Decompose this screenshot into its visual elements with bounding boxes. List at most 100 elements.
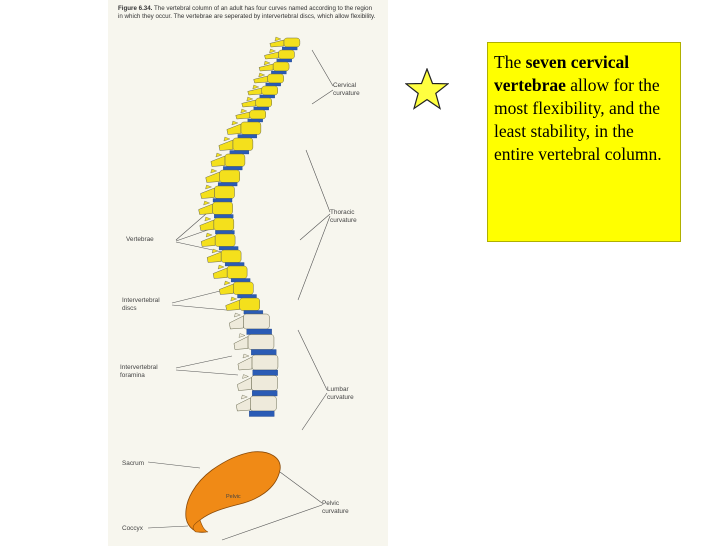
vertebra [229,312,270,330]
vertebra-process [200,187,215,199]
pointer-line [221,504,323,541]
label-pelvic-curvature: Pelvic curvature [322,500,349,515]
sacrum-coccyx [185,451,281,533]
intervertebral-disc [215,230,235,235]
caption-text: The vertebral column of an adult has fou… [118,5,376,20]
vertebra-body [212,201,233,215]
vertebra-facet [269,48,277,54]
vertebra-facet [223,136,231,142]
pointer-line [171,304,227,311]
pointer-line [171,289,225,304]
vertebra-facet [241,394,248,400]
vertebra-body [213,217,235,231]
vertebra-body [247,334,275,350]
vertebra [206,248,242,263]
vertebra [237,353,279,371]
vertebra [226,120,262,135]
label-cervical-curvature: Cervical curvature [333,82,360,97]
vertebra [200,232,236,247]
label-thoracic-curvature: Thoracic curvature [330,209,357,224]
vertebra-body [251,375,278,391]
vertebra [269,36,301,48]
vertebra-process [225,299,240,311]
pointer-line [301,392,328,431]
vertebra-facet [203,200,211,206]
pointer-line [311,49,334,87]
vertebra [200,184,235,199]
vertebra-facet [204,216,212,222]
vertebra-facet [263,60,271,66]
vertebra-body [261,85,278,96]
vertebra-facet [246,96,254,102]
vertebra [219,280,254,295]
vertebra-process [219,283,234,295]
callout-bold: seven cervical vertebrae [494,52,630,95]
callout-prefix: The [494,52,526,72]
pointer-line [147,461,201,469]
vertebra-process [237,377,252,391]
vertebra-process [205,171,220,183]
label-intervertebral-foramina: Intervertebral foramina [120,364,158,379]
intervertebral-disc [252,369,278,376]
intervertebral-disc [253,106,269,111]
label-intervertebral-discs: Intervertebral discs [122,297,160,312]
label-vertebrae: Vertebrae [126,236,154,243]
vertebra-facet [210,168,218,174]
vertebra-facet [234,312,241,318]
pointer-line [297,329,328,391]
vertebra-body [267,73,284,84]
intervertebral-disc [249,410,275,417]
intervertebral-disc [214,214,234,219]
vertebra-facet [224,280,231,286]
vertebra [233,333,275,350]
vertebra-body [214,233,236,247]
vertebra-facet [217,264,225,270]
vertebra-process [218,139,234,151]
vertebra-body [224,153,246,167]
vertebra-process [237,356,253,371]
vertebra-facet [230,296,238,302]
vertebra [264,48,295,60]
intervertebral-disc [265,82,281,87]
intervertebral-disc [271,70,287,75]
vertebra-process [233,336,249,350]
pointer-line [147,525,189,529]
vertebra [253,72,284,84]
vertebra-body [226,265,248,279]
vertebra-process [210,155,226,167]
vertebra-facet [231,120,239,126]
star-icon [405,68,449,110]
vertebra-body [251,354,279,371]
intervertebral-disc [282,46,298,51]
vertebra-body [214,185,235,199]
vertebra [237,374,278,391]
vertebra [218,136,254,151]
intervertebral-disc [276,58,292,63]
intervertebral-disc [212,198,233,203]
callout-box: The seven cervical vertebrae allow for t… [487,42,681,242]
vertebra-facet [240,108,248,114]
label-coccyx: Coccyx [122,525,143,532]
figure-caption: Figure 6.34. The vertebral column of an … [118,5,378,21]
vertebra-process [229,315,244,330]
pointer-line [175,369,239,376]
vertebra [210,152,246,167]
intervertebral-disc [237,294,257,299]
vertebra [235,108,266,120]
callout-text: allow for the most flexibility, and the … [494,75,662,164]
vertebra-process [198,203,213,215]
vertebra [199,216,235,231]
vertebra-process [199,219,215,231]
vertebra-body [233,281,254,295]
pointer-line [175,355,233,369]
intervertebral-disc [229,150,250,155]
vertebra-body [249,109,266,120]
vertebra-body [219,169,240,183]
intervertebral-disc [243,310,264,315]
vertebra-body [278,49,295,60]
vertebra-process [206,251,222,263]
coccyx [192,519,209,533]
vertebra-process [247,87,262,96]
vertebra-body [220,249,242,263]
